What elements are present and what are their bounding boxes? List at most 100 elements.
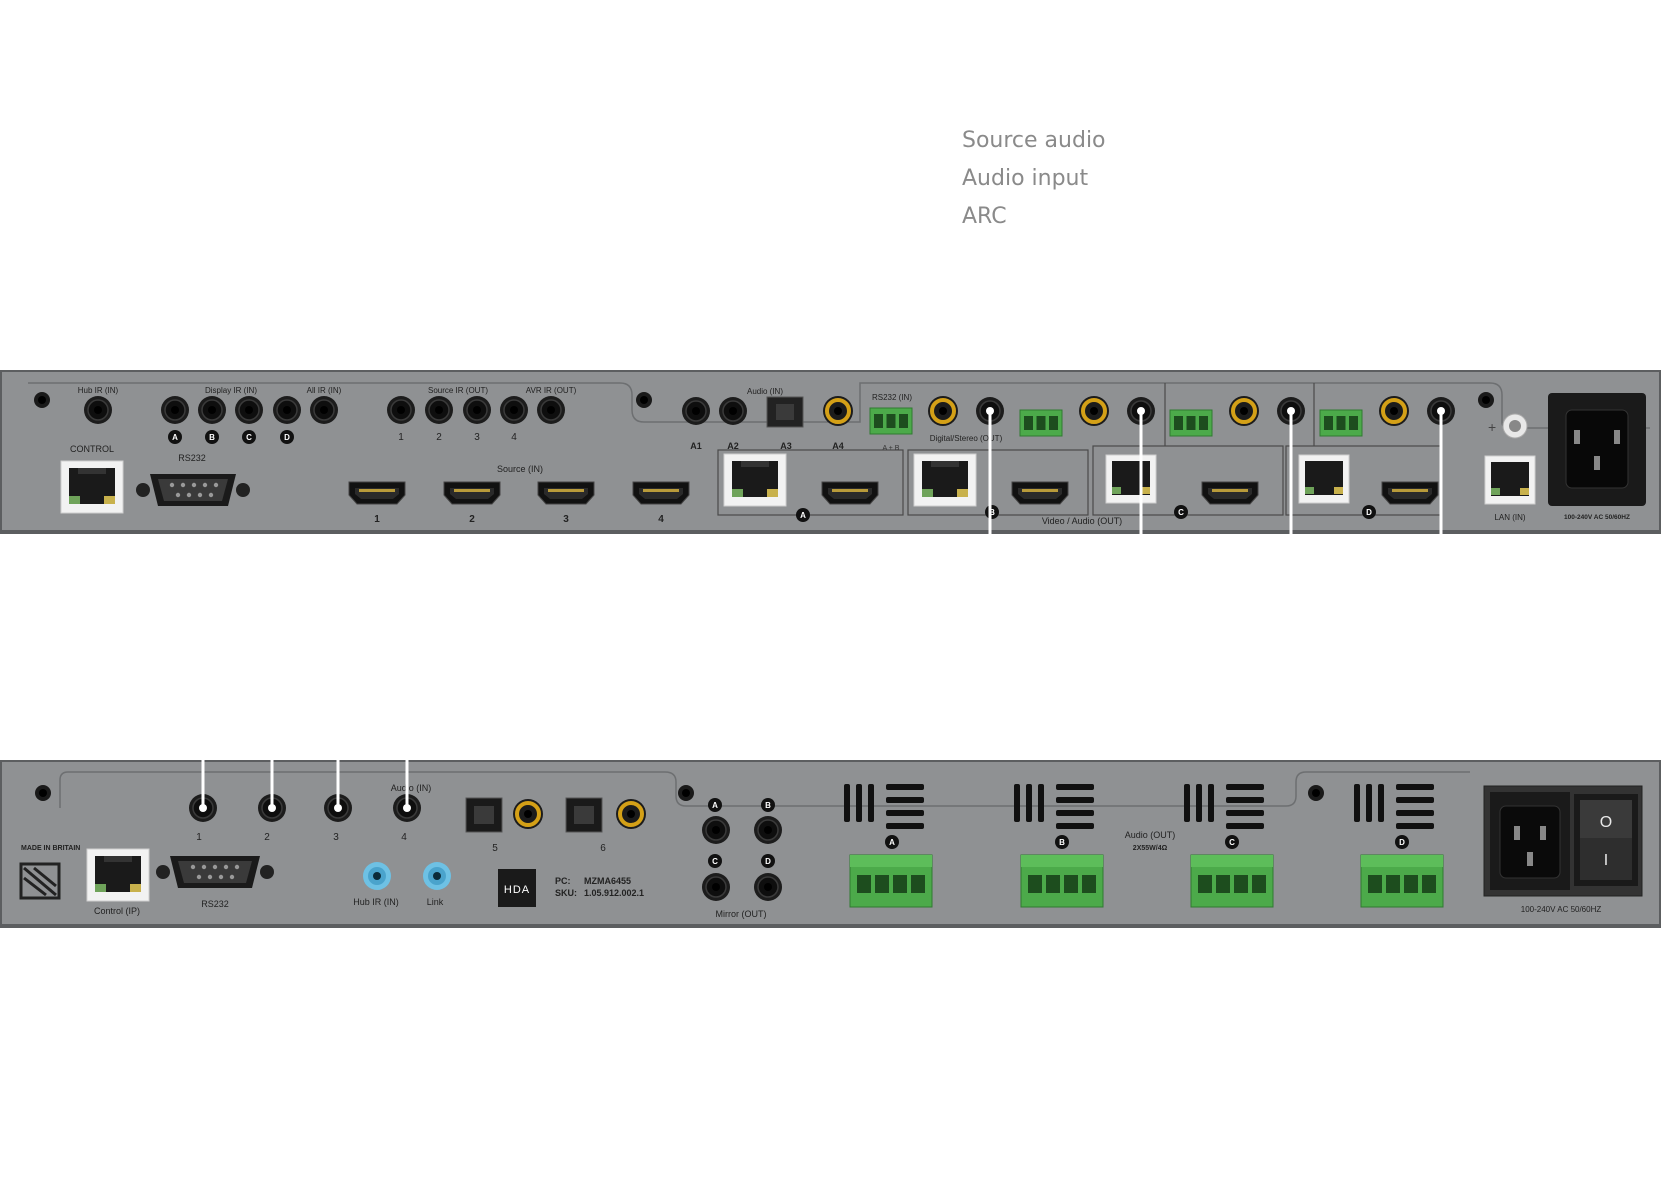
- amp-d-speaker-terminal[interactable]: [1360, 854, 1444, 908]
- zone-d-terminal[interactable]: [1169, 409, 1213, 437]
- audio-out-label: Audio (OUT): [1125, 830, 1176, 840]
- hdmi-num: 3: [563, 514, 569, 525]
- zone-id: B: [989, 508, 995, 517]
- zone-b-rj45-port[interactable]: [913, 453, 977, 507]
- source-ir-4-jack[interactable]: [499, 395, 529, 425]
- source-ir-3-jack[interactable]: [462, 395, 492, 425]
- source-in-label: Source (IN): [497, 464, 543, 474]
- zone-a-outline: [717, 449, 904, 516]
- made-in-britain-text: MADE IN BRITAIN: [21, 845, 80, 852]
- legend-arc: ARC: [962, 204, 1007, 229]
- power-switch[interactable]: O I: [1574, 794, 1638, 886]
- rs232-in-label: RS232 (IN): [872, 393, 912, 402]
- link-blue-jack[interactable]: [423, 862, 451, 890]
- hdmi-num: 1: [374, 514, 380, 525]
- control-rj45-port[interactable]: [60, 460, 124, 514]
- rs232-port[interactable]: [136, 474, 250, 506]
- zone-a-rj45-port[interactable]: [723, 453, 787, 507]
- display-ir-id: B: [209, 433, 215, 442]
- mirror-b-jack[interactable]: [753, 815, 783, 845]
- input-5-coax-port[interactable]: [511, 797, 545, 831]
- zone-c-rj45-port[interactable]: [1105, 454, 1157, 504]
- mirror-a-jack[interactable]: [701, 815, 731, 845]
- mirror-c-jack[interactable]: [701, 872, 731, 902]
- source-ir-num: 2: [436, 432, 442, 443]
- top-power-inlet[interactable]: [1548, 393, 1646, 506]
- mirror-id: B: [765, 801, 771, 810]
- rs232-label: RS232: [178, 453, 206, 463]
- input-6-coax-port[interactable]: [614, 797, 648, 831]
- hub-ir-blue-jack[interactable]: [363, 862, 391, 890]
- source-ir-num: 3: [474, 432, 480, 443]
- mirror-d-jack[interactable]: [753, 872, 783, 902]
- all-ir-jack[interactable]: [309, 395, 339, 425]
- audio-a2-jack[interactable]: [718, 396, 748, 426]
- aux-terminal[interactable]: [1319, 409, 1363, 437]
- lan-in-rj45-port[interactable]: [1484, 455, 1536, 505]
- display-ir-id: D: [284, 433, 290, 442]
- input-num: 5: [492, 843, 498, 854]
- display-ir-id: C: [246, 433, 252, 442]
- bottom-audio-in-label: Audio (IN): [391, 783, 432, 793]
- all-ir-label: All IR (IN): [307, 386, 342, 395]
- rs232-in-terminal[interactable]: [869, 407, 913, 435]
- top-chassis: [2, 372, 1659, 530]
- avr-ir-jack[interactable]: [536, 395, 566, 425]
- pc-value: MZMA6455: [584, 876, 631, 886]
- input-num: 3: [333, 832, 339, 843]
- source-hdmi-3-port[interactable]: [537, 481, 595, 505]
- aux-coax-out[interactable]: [1377, 394, 1411, 428]
- zone-b-coax-out[interactable]: [926, 394, 960, 428]
- video-audio-out-label: Video / Audio (OUT): [1042, 516, 1122, 526]
- audio-out-spec: 2X55W/4Ω: [1133, 845, 1168, 852]
- top-unit: Hub IR (IN) Display IR (IN) A B C D All …: [0, 370, 1661, 534]
- audio-a4-coax-port[interactable]: [821, 394, 855, 428]
- display-ir-ids: A B C D: [168, 430, 294, 444]
- screw: [678, 785, 694, 801]
- source-hdmi-2-port[interactable]: [443, 481, 501, 505]
- sku-label: SKU:: [555, 888, 577, 898]
- display-ir-b-jack[interactable]: [197, 395, 227, 425]
- audio-id: A4: [832, 441, 844, 451]
- switch-on-mark: O: [1600, 814, 1612, 831]
- zone-d-hdmi-port[interactable]: [1381, 481, 1439, 505]
- audio-a3-optical-port[interactable]: [766, 396, 804, 428]
- bottom-rs232-port[interactable]: [156, 856, 274, 888]
- source-ir-label: Source IR (OUT): [428, 386, 488, 395]
- bottom-unit: MADE IN BRITAIN Control (IP) RS232 Audio…: [0, 760, 1661, 928]
- screw: [1478, 392, 1494, 408]
- zone-d-coax-out[interactable]: [1227, 394, 1261, 428]
- input-6-optical-port[interactable]: [565, 797, 603, 833]
- mirror-id: A: [712, 801, 718, 810]
- input-5-optical-port[interactable]: [465, 797, 503, 833]
- amp-a-speaker-terminal[interactable]: [849, 854, 933, 908]
- amp-b-speaker-terminal[interactable]: [1020, 854, 1104, 908]
- hub-ir-jack[interactable]: [83, 395, 113, 425]
- zone-a-hdmi-port[interactable]: [821, 481, 879, 505]
- ground-terminal: [1502, 413, 1528, 439]
- display-ir-a-jack[interactable]: [160, 395, 190, 425]
- legend-source-audio: Source audio: [962, 128, 1106, 153]
- display-ir-c-jack[interactable]: [234, 395, 264, 425]
- switch-off-mark: I: [1604, 852, 1608, 869]
- bottom-rs232-label: RS232: [201, 899, 229, 909]
- mirror-out-label: Mirror (OUT): [716, 909, 767, 919]
- zone-c-coax-out[interactable]: [1077, 394, 1111, 428]
- control-ip-rj45-port[interactable]: [86, 848, 150, 902]
- zone-b-hdmi-port[interactable]: [1011, 481, 1069, 505]
- amp-c-speaker-terminal[interactable]: [1190, 854, 1274, 908]
- display-ir-d-jack[interactable]: [272, 395, 302, 425]
- source-hdmi-1-port[interactable]: [348, 481, 406, 505]
- top-panel-trim: [28, 382, 1650, 429]
- zone-c-hdmi-port[interactable]: [1201, 481, 1259, 505]
- zone-c-terminal[interactable]: [1019, 409, 1063, 437]
- source-ir-1-jack[interactable]: [386, 395, 416, 425]
- audio-id: A1: [690, 441, 702, 451]
- zone-d-rj45-port[interactable]: [1298, 454, 1350, 504]
- audio-a1-jack[interactable]: [681, 396, 711, 426]
- lan-in-label: LAN (IN): [1494, 513, 1525, 522]
- source-ir-2-jack[interactable]: [424, 395, 454, 425]
- audio-id: A3: [780, 441, 792, 451]
- source-hdmi-4-port[interactable]: [632, 481, 690, 505]
- zone-id: D: [1366, 508, 1372, 517]
